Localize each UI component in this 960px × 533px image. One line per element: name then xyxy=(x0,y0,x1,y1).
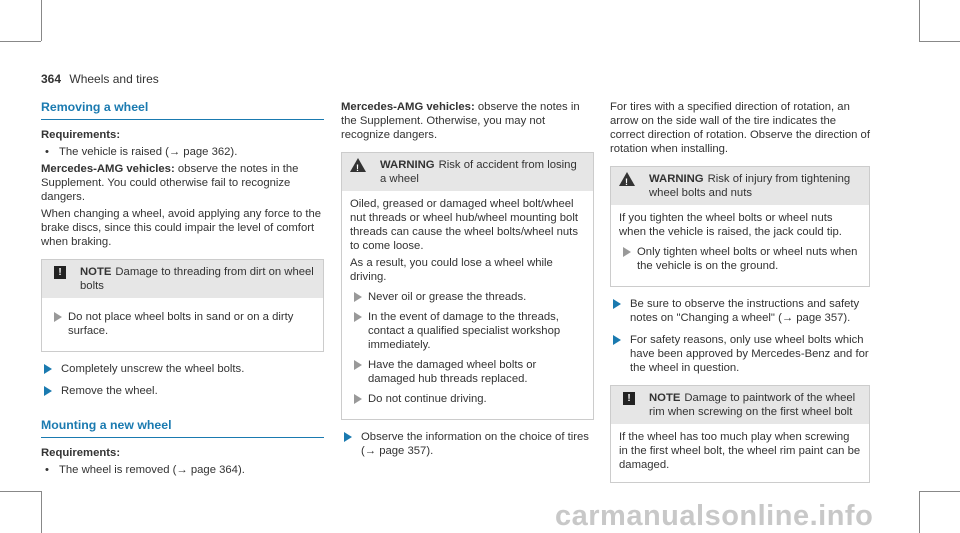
amg-paragraph: Mercedes-AMG vehicles: observe the notes… xyxy=(341,101,580,141)
warning-paragraph: As a result, you could lose a wheel whil… xyxy=(350,257,553,283)
exclamation-icon: ! xyxy=(54,266,66,279)
arrow-icon xyxy=(54,312,62,322)
arrow-icon xyxy=(354,394,362,404)
crop-mark xyxy=(919,0,920,41)
warning-triangle-icon: ! xyxy=(350,158,366,173)
step-observe-tires: Observe the information on the choice of… xyxy=(341,430,594,458)
brake-paragraph: When changing a wheel, avoid applying an… xyxy=(41,208,322,248)
requirements-title: Requirements: xyxy=(41,447,121,459)
step-remove: Remove the wheel. xyxy=(41,384,324,398)
warning-heading: Risk of injury from tightening wheel bol… xyxy=(649,173,851,199)
column-1: Removing a wheel Requirements: The vehic… xyxy=(41,100,324,480)
watermark: carmanualsonline.info xyxy=(555,500,874,532)
step-unscrew: Completely unscrew the wheel bolts. xyxy=(41,362,324,376)
step-approved-bolts: For safety reasons, only use wheel bolts… xyxy=(610,333,870,375)
note-keyword: NOTE xyxy=(649,392,681,404)
warning-step: Have the damaged wheel bolts or damaged … xyxy=(350,358,585,386)
section-title-removing: Removing a wheel xyxy=(41,100,324,120)
arrow-icon xyxy=(613,299,621,309)
arrow-icon xyxy=(354,292,362,302)
warning-body: If you tighten the wheel bolts or wheel … xyxy=(611,205,869,286)
warning-body: Oiled, greased or damaged wheel bolt/whe… xyxy=(342,191,593,419)
arrow-icon xyxy=(623,247,631,257)
requirements-title: Requirements: xyxy=(41,129,121,141)
arrow-icon xyxy=(613,335,621,345)
warning-paragraph: Oiled, greased or damaged wheel bolt/whe… xyxy=(350,198,578,252)
warning-heading: Risk of accident from losing a wheel xyxy=(380,159,577,185)
warning-step: Do not continue driving. xyxy=(350,392,585,406)
note-heading: Damage to paintwork of the wheel rim whe… xyxy=(649,392,856,418)
page-header-title: Wheels and tires xyxy=(69,72,159,86)
arrow-icon xyxy=(354,360,362,370)
column-3: For tires with a specified direction of … xyxy=(610,100,870,493)
crop-mark xyxy=(41,491,42,533)
warning-step: Never oil or grease the threads. xyxy=(350,290,585,304)
requirement-item: The wheel is removed (→ page 364). xyxy=(41,463,324,477)
crop-mark xyxy=(919,491,960,492)
crop-mark xyxy=(919,491,920,533)
arrow-icon xyxy=(44,386,52,396)
note-keyword: NOTE xyxy=(80,266,112,278)
requirement-item: The vehicle is raised (→ page 362). xyxy=(41,145,324,159)
warning-keyword: WARNING xyxy=(649,173,704,185)
rotation-paragraph: For tires with a specified direction of … xyxy=(610,101,870,155)
arrow-icon xyxy=(344,432,352,442)
exclamation-icon: ! xyxy=(623,392,635,405)
note-step: Do not place wheel bolts in sand or on a… xyxy=(50,310,315,338)
column-2: Mercedes-AMG vehicles: observe the notes… xyxy=(341,100,594,466)
warning-triangle-icon: ! xyxy=(619,172,635,187)
note-body: Do not place wheel bolts in sand or on a… xyxy=(42,298,323,351)
page-number: 364 xyxy=(41,72,62,86)
crop-mark xyxy=(41,0,42,41)
note-paragraph: If the wheel has too much play when scre… xyxy=(619,431,861,471)
step-observe-instructions: Be sure to observe the instructions and … xyxy=(610,297,870,325)
arrow-icon xyxy=(354,312,362,322)
note-body: If the wheel has too much play when scre… xyxy=(611,424,869,482)
warning-step: Only tighten wheel bolts or wheel nuts w… xyxy=(619,245,861,273)
section-title-mounting: Mounting a new wheel xyxy=(41,418,324,438)
crop-mark xyxy=(919,41,960,42)
crop-mark xyxy=(0,491,41,492)
page-header: 364 Wheels and tires xyxy=(41,72,159,86)
amg-paragraph: Mercedes-AMG vehicles: observe the notes… xyxy=(41,163,299,203)
warning-keyword: WARNING xyxy=(380,159,435,171)
note-heading: Damage to threading from dirt on wheel b… xyxy=(80,266,314,292)
crop-mark xyxy=(0,41,41,42)
arrow-icon xyxy=(44,364,52,374)
warning-paragraph: If you tighten the wheel bolts or wheel … xyxy=(619,212,842,238)
warning-step: In the event of damage to the threads, c… xyxy=(350,310,585,352)
